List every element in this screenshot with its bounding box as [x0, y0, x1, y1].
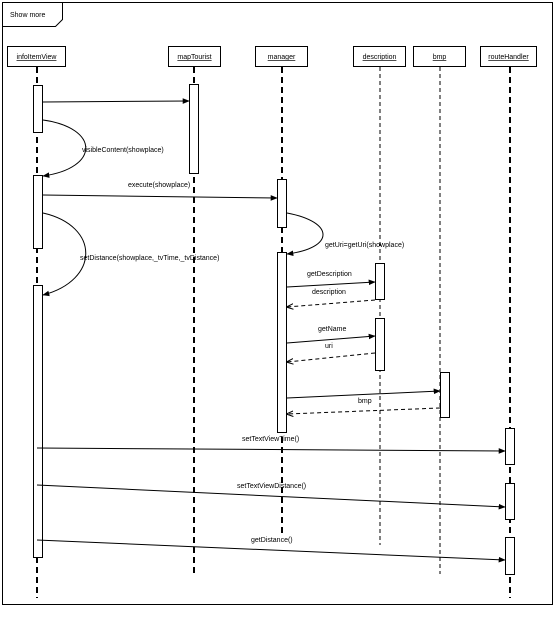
message-label: getName — [318, 326, 347, 333]
activation-routehandler-2 — [505, 483, 515, 520]
activation-routehandler-1 — [505, 428, 515, 465]
activation-infoitemview-1 — [33, 85, 43, 133]
message-arrow — [42, 212, 87, 297]
message-label: setDistance(showplace,_tvTime,_tvDistanc… — [80, 255, 219, 262]
message-arrow — [36, 447, 506, 454]
message-arrow — [42, 98, 190, 104]
lifeline-label-manager: manager — [268, 54, 296, 61]
lifeline-label-bmp: bmp — [433, 54, 447, 61]
message-arrow — [36, 539, 506, 563]
message-m14: getDistance() — [36, 537, 506, 563]
activation-infoitemview-3 — [33, 285, 43, 558]
lifeline-head-routehandler — [480, 46, 537, 67]
activation-manager-1 — [277, 179, 287, 228]
message-label: execute(showplace) — [128, 182, 190, 189]
lifeline-label-description: description — [363, 54, 397, 61]
message-label: setTextViewDistance() — [237, 483, 306, 490]
lifeline-bmp: bmp — [413, 46, 466, 574]
activation-routehandler-3 — [505, 537, 515, 575]
frame-title-tab — [2, 2, 63, 27]
lifeline-head-description — [353, 46, 406, 67]
lifeline-label-routehandler: routeHandler — [488, 54, 529, 61]
message-m11: bmp — [287, 398, 441, 414]
message-m7: description — [287, 289, 376, 307]
lifeline-label-infoitemview: infoItemView — [17, 54, 58, 61]
message-m5: setDistance(showplace,_tvTime,_tvDistanc… — [42, 212, 219, 297]
message-arrow — [286, 212, 324, 256]
lifeline-description: description — [353, 46, 406, 545]
message-arrow — [42, 194, 278, 201]
message-arrow — [286, 279, 376, 288]
message-label: getDescription — [307, 271, 352, 278]
message-m6: getDescription — [286, 271, 376, 288]
frame-title: Show more — [10, 12, 46, 19]
message-m3: execute(showplace) — [42, 182, 278, 201]
message-m13: setTextViewDistance() — [36, 483, 506, 510]
message-label: visibleContent(showplace) — [82, 147, 164, 154]
message-m1 — [42, 98, 190, 104]
message-m9: uri — [287, 343, 376, 362]
message-m10 — [286, 388, 441, 399]
message-label: bmp — [358, 398, 372, 405]
message-arrow — [286, 388, 441, 399]
message-label: getUri=getUri(showplace) — [325, 242, 404, 249]
lifeline-head-bmp — [413, 46, 466, 67]
activation-infoitemview-2 — [33, 175, 43, 249]
message-label: uri — [325, 343, 333, 350]
message-m2: visibleContent(showplace) — [42, 119, 164, 178]
lifeline-head-manager — [255, 46, 308, 67]
message-arrow — [287, 352, 376, 362]
message-label: getDistance() — [251, 537, 293, 544]
activation-manager-2 — [277, 252, 287, 433]
message-arrow — [36, 484, 506, 510]
message-m12: setTextViewTime() — [36, 436, 506, 454]
lifeline-head-infoitemview — [7, 46, 66, 67]
activation-description-2 — [375, 318, 385, 371]
activation-maptourist-1 — [189, 84, 199, 174]
message-label: description — [312, 289, 346, 296]
message-arrow — [287, 407, 441, 414]
message-arrow — [42, 119, 86, 178]
message-arrow — [286, 333, 376, 344]
lifeline-head-maptourist — [168, 46, 221, 67]
lifeline-label-maptourist: mapTourist — [177, 54, 211, 61]
activation-bmp-1 — [440, 372, 450, 418]
message-label: setTextViewTime() — [242, 436, 299, 443]
frame-border — [2, 2, 553, 605]
message-m8: getName — [286, 326, 376, 344]
message-m4: getUri=getUri(showplace) — [286, 212, 404, 256]
message-arrow — [287, 299, 376, 307]
activation-description-1 — [375, 263, 385, 300]
